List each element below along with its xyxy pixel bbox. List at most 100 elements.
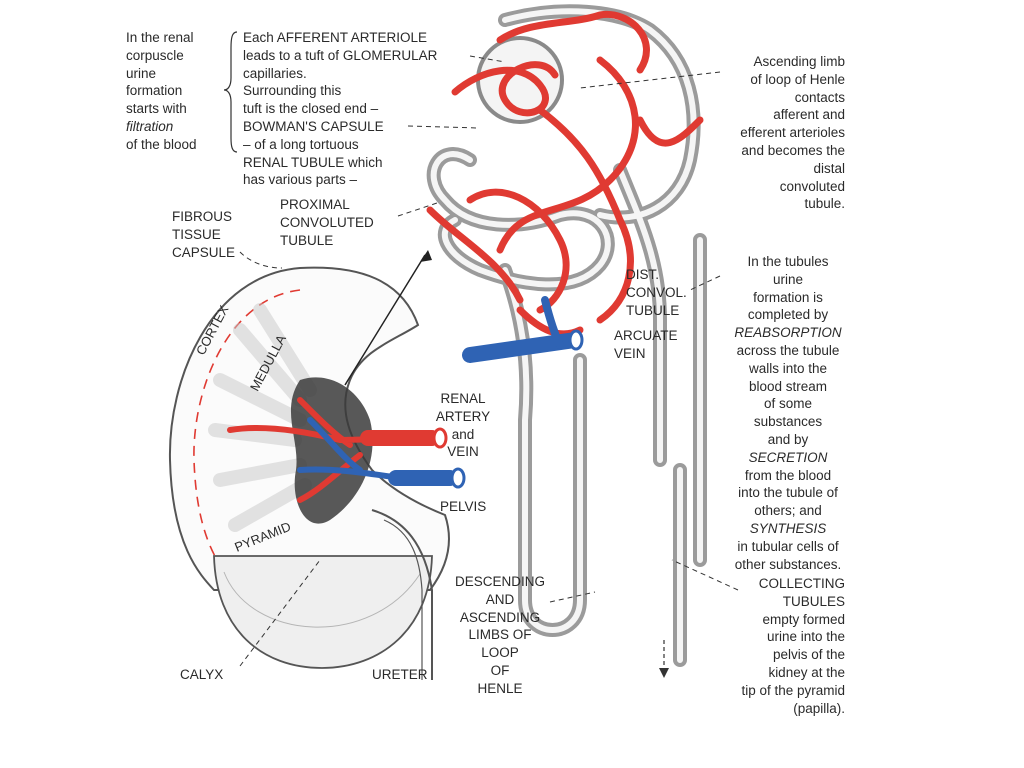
glomerulus-note: Each AFFERENT ARTERIOLE leads to a tuft … <box>243 29 437 189</box>
label-line: DIST. <box>626 267 660 282</box>
note-line: distal <box>813 160 845 176</box>
note-line: REABSORPTION <box>734 325 842 341</box>
label-line: VEIN <box>447 444 479 460</box>
label-line: AND <box>485 591 515 607</box>
label-line: VEIN <box>614 345 646 361</box>
note-line: has various parts – <box>243 172 358 188</box>
note-line: tip of the pyramid <box>741 682 845 698</box>
note-line: RENAL TUBULE which <box>243 154 383 170</box>
label-line: CONVOL. <box>626 284 687 300</box>
note-line: completed by <box>747 307 829 323</box>
note-line: formation is <box>753 289 823 305</box>
collecting-tubules-note: COLLECTING TUBULES empty formed urine in… <box>741 575 845 717</box>
tubules-reabsorption-note: In the tubules urine formation is comple… <box>716 253 860 573</box>
note-line: afferent and <box>773 107 845 123</box>
renal-artery-vessel <box>360 430 440 446</box>
label-line: LOOP <box>481 645 519 661</box>
note-line: tuft is the closed end – <box>243 101 379 117</box>
note-line: Each AFFERENT ARTERIOLE <box>243 30 428 45</box>
label-line: ASCENDING <box>459 609 541 625</box>
note-line: SECRETION <box>748 449 828 465</box>
title-line: filtration <box>126 118 174 134</box>
renal-vein-vessel <box>388 470 458 486</box>
note-line: and becomes the <box>741 142 845 158</box>
label-line: TUBULE <box>626 302 680 318</box>
note-line: leads to a tuft of GLOMERULAR <box>243 47 438 63</box>
note-line: from the blood <box>744 467 832 483</box>
label-line: FIBROUS <box>172 209 233 224</box>
title-line: starts with <box>126 101 187 117</box>
note-line: substances <box>753 414 823 430</box>
arcuate-vein <box>462 296 584 363</box>
note-line: – of a long tortuous <box>243 136 359 152</box>
note-line: TUBULES <box>782 593 845 609</box>
label-line: OF <box>490 662 510 678</box>
label-line: and <box>451 426 475 442</box>
note-line: tubule. <box>804 196 845 212</box>
note-line: and by <box>767 431 809 447</box>
note-line: urine into the <box>766 629 845 645</box>
note-line: blood stream <box>748 378 828 394</box>
note-line: convoluted <box>779 178 845 194</box>
kidney-medulla-hatching <box>208 303 317 532</box>
title-line: urine <box>126 65 157 81</box>
note-line: pelvis of the <box>772 647 845 663</box>
arcuate-vein-label: ARCUATE VEIN <box>614 327 678 363</box>
calyx-shading <box>223 571 421 628</box>
note-line: walls into the <box>748 360 828 376</box>
calyx-label: CALYX <box>180 667 224 682</box>
pelvis-label: PELVIS <box>440 499 487 514</box>
title-brace <box>223 31 238 153</box>
label-line: PROXIMAL <box>280 197 350 212</box>
note-line: capillaries. <box>243 65 307 81</box>
nephron-illustration <box>426 4 707 678</box>
title-block: In the renal corpuscle urine formation s… <box>126 29 197 154</box>
ureter-tube <box>371 509 433 680</box>
renal-artery-branches <box>227 397 443 503</box>
note-line: In the tubules <box>747 254 829 269</box>
label-line: ARCUATE <box>614 328 678 343</box>
proximal-convoluted-tubule-label: PROXIMAL CONVOLUTED TUBULE <box>280 196 374 249</box>
note-line: BOWMAN'S CAPSULE <box>243 118 384 134</box>
note-line: Surrounding this <box>243 83 342 99</box>
kidney-cortex-boundary <box>193 289 301 569</box>
kidney-lower-cutaway <box>213 555 433 669</box>
title-line: In the renal <box>126 30 194 45</box>
kidney-illustration <box>168 250 466 680</box>
note-line: kidney at the <box>768 664 845 680</box>
note-line: contacts <box>794 89 845 105</box>
loop-of-henle-label: DESCENDING AND ASCENDING LIMBS OF LOOP O… <box>450 573 550 698</box>
label-line: CONVOLUTED <box>280 214 374 230</box>
note-line: of some <box>763 396 813 412</box>
title-line: formation <box>126 83 183 99</box>
label-line: RENAL <box>440 391 486 406</box>
note-line: other substances. <box>734 556 842 572</box>
zoom-pointer-arrow <box>344 254 426 386</box>
label-line: HENLE <box>477 680 523 696</box>
title-line: corpuscle <box>126 47 184 63</box>
label-line: DESCENDING <box>454 574 545 589</box>
label-line: TUBULE <box>280 232 334 248</box>
leader-lines <box>239 55 739 667</box>
henle-ascending-note: Ascending limb of loop of Henle contacts… <box>740 53 845 213</box>
note-line: into the tubule of <box>738 485 838 501</box>
note-line: others; and <box>754 503 822 519</box>
distal-convoluted-tubule-label: DIST. CONVOL. TUBULE <box>626 266 687 319</box>
label-line: CAPSULE <box>172 244 236 260</box>
fibrous-capsule-label: FIBROUS TISSUE CAPSULE <box>172 208 235 261</box>
label-line: TISSUE <box>172 226 221 242</box>
ureter-label: URETER <box>372 667 428 682</box>
label-line: ARTERY <box>435 408 491 424</box>
note-line: (papilla). <box>793 700 845 716</box>
note-line: efferent arterioles <box>740 125 845 141</box>
note-line: of loop of Henle <box>750 71 845 87</box>
renal-artery-vein-label: RENAL ARTERY and VEIN <box>434 390 492 461</box>
note-line: SYNTHESIS <box>749 520 827 536</box>
title-line: of the blood <box>126 136 197 152</box>
note-line: empty formed <box>762 611 845 627</box>
note-line: urine <box>772 271 804 287</box>
note-line: COLLECTING <box>758 576 845 591</box>
note-line: across the tubule <box>736 342 840 358</box>
